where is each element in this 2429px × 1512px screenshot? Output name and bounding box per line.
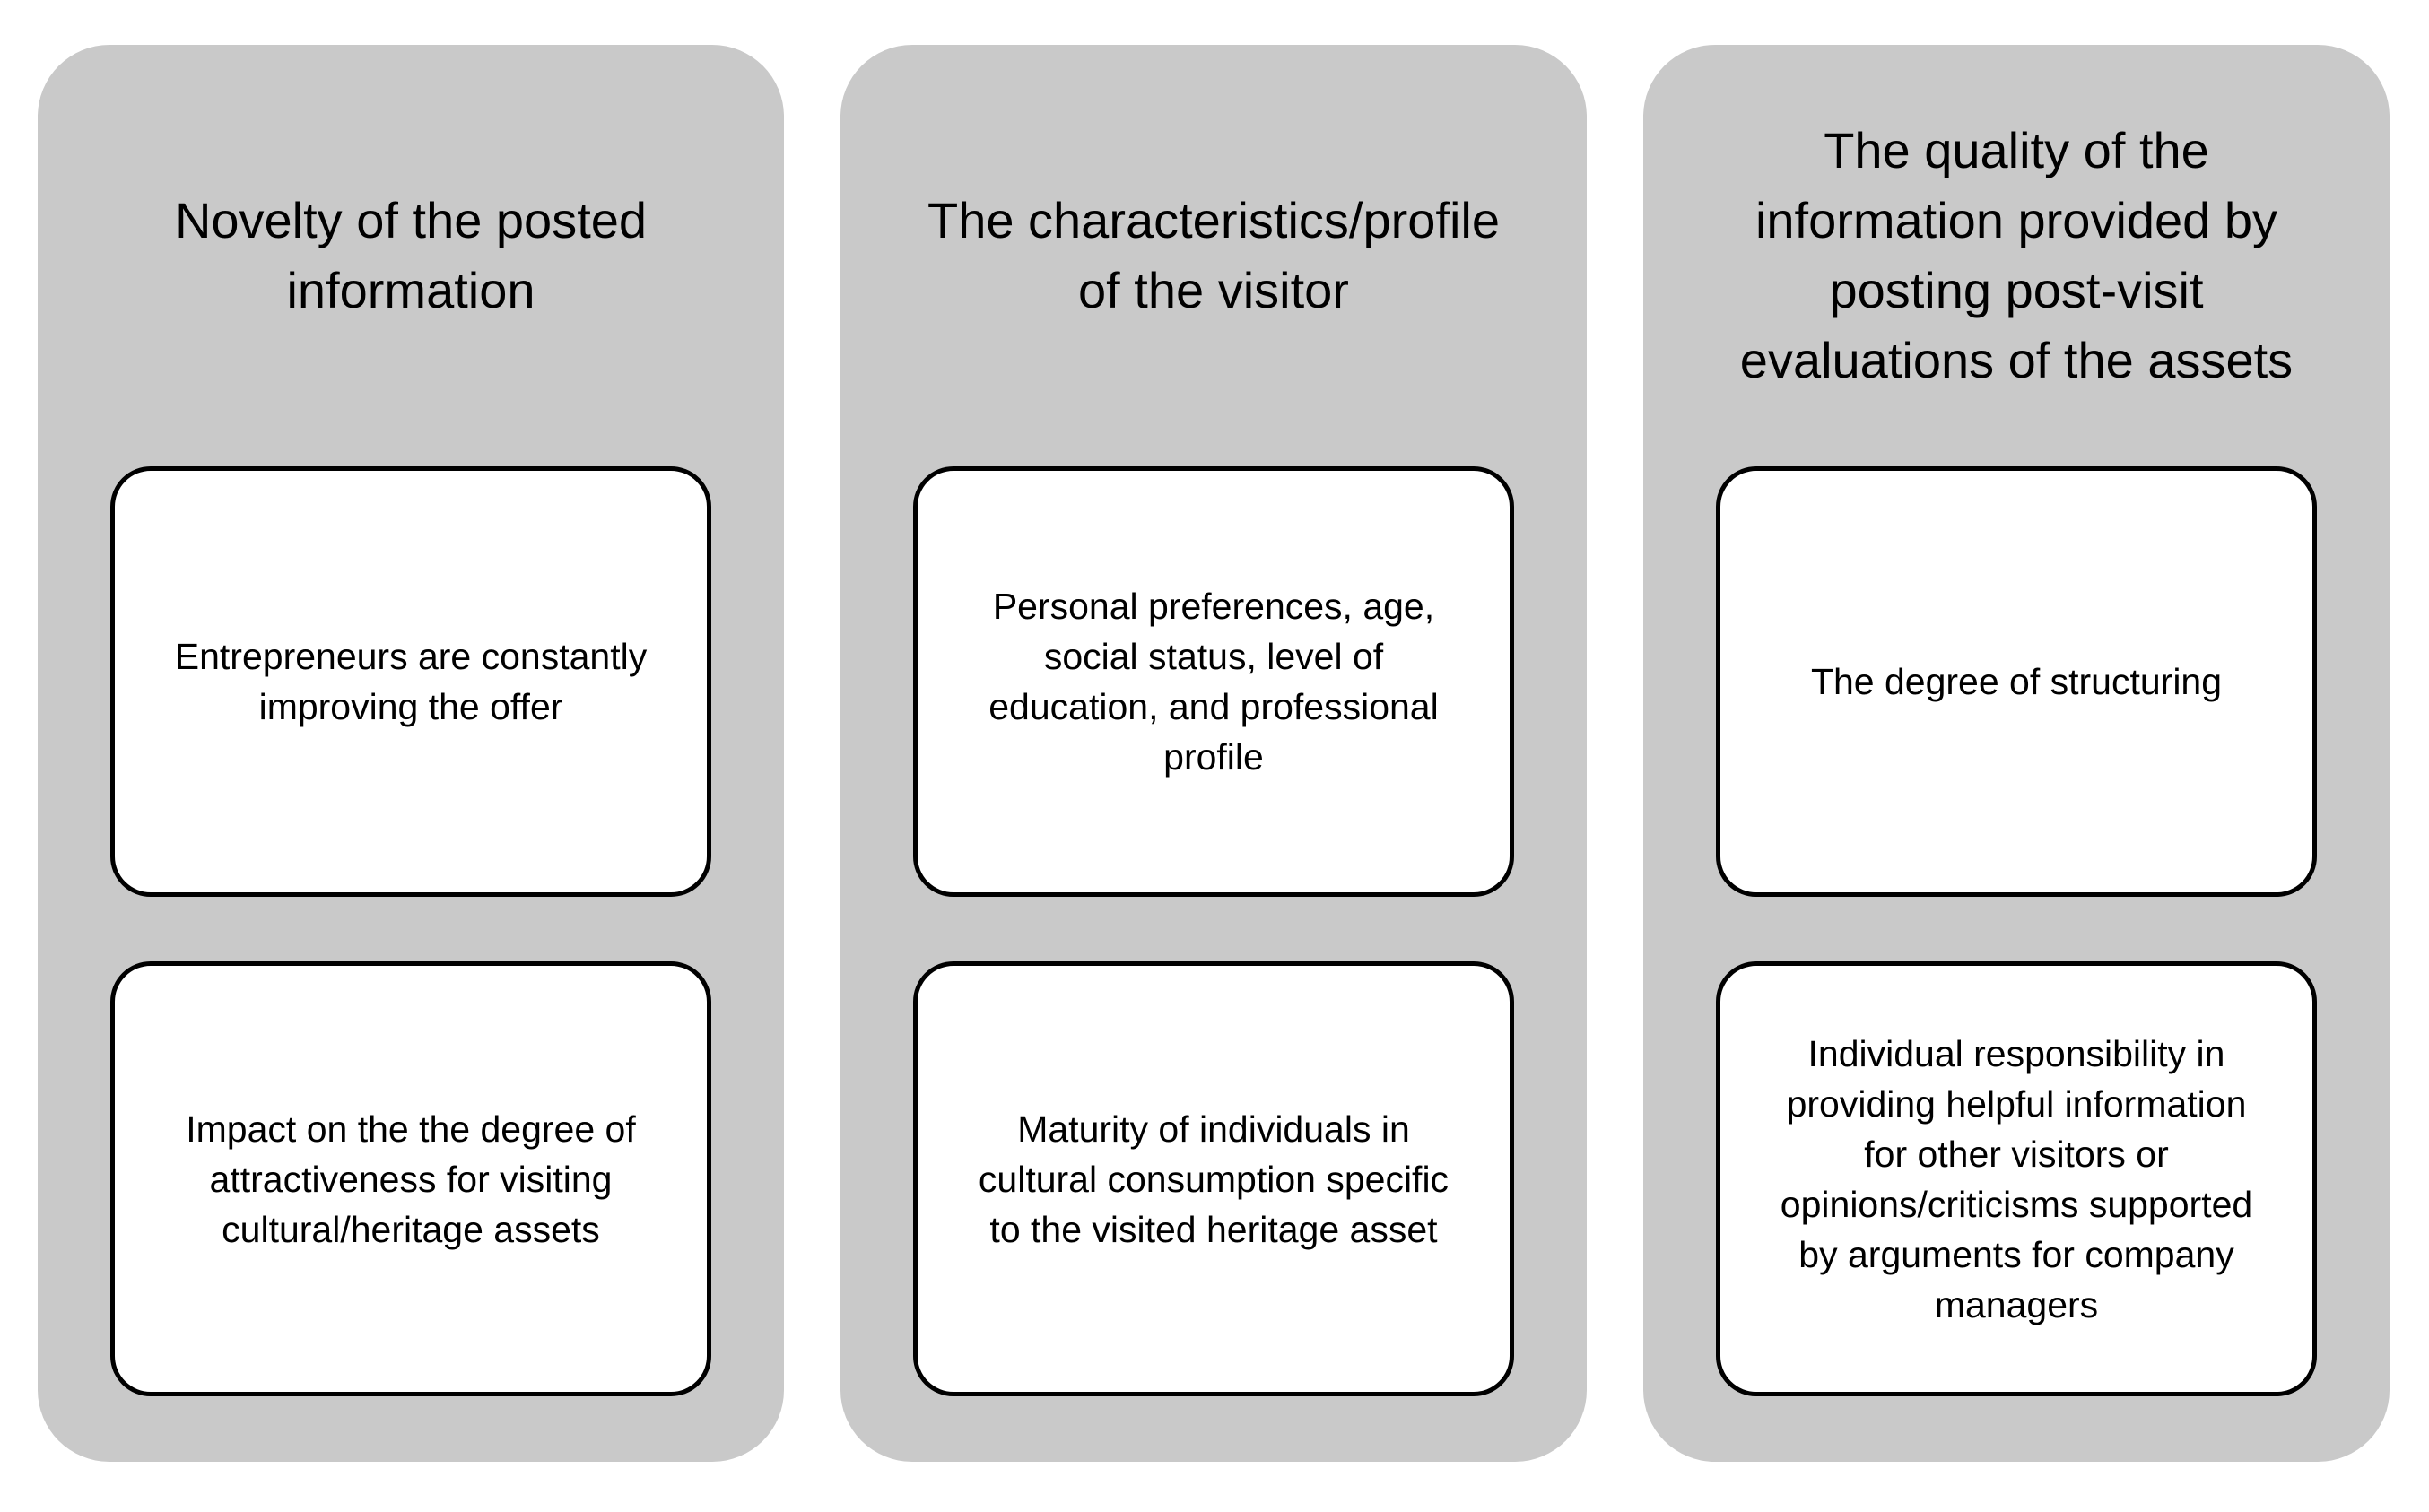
box-text: Individual responsibility in providing h…: [1780, 1032, 2253, 1325]
visitor-box-maturity: Maturity of individuals in cultural cons…: [913, 961, 1514, 1396]
box-text: Personal preferences, age, social status…: [988, 586, 1439, 778]
novelty-box-entrepreneurs: Entrepreneurs are constantly improving t…: [110, 466, 711, 897]
box-text: Maturity of individuals in cultural cons…: [978, 1108, 1450, 1250]
novelty-box-impact: Impact on the the degree of attractivene…: [110, 961, 711, 1396]
column-title: The characteristics/profile of the visit…: [927, 192, 1500, 318]
quality-box-responsibility: Individual responsibility in providing h…: [1716, 961, 2317, 1396]
column-novelty-title-area: Novelty of the posted information: [38, 45, 784, 466]
column-title: Novelty of the posted information: [174, 192, 648, 318]
quality-box-structuring: The degree of structuring: [1716, 466, 2317, 897]
column-information-quality: The quality of the information provided …: [1643, 45, 2390, 1462]
column-visitor-profile-title-area: The characteristics/profile of the visit…: [840, 45, 1587, 466]
column-visitor-profile: The characteristics/profile of the visit…: [840, 45, 1587, 1462]
box-text: The degree of structuring: [1810, 661, 2223, 702]
column-information-quality-title-area: The quality of the information provided …: [1643, 45, 2390, 466]
diagram-columns: Novelty of the posted information Entrep…: [38, 45, 2390, 1462]
box-text: Impact on the the degree of attractivene…: [186, 1108, 636, 1250]
column-title: The quality of the information provided …: [1739, 122, 2294, 388]
column-novelty: Novelty of the posted information Entrep…: [38, 45, 784, 1462]
box-text: Entrepreneurs are constantly improving t…: [174, 636, 648, 727]
visitor-box-personal-preferences: Personal preferences, age, social status…: [913, 466, 1514, 897]
